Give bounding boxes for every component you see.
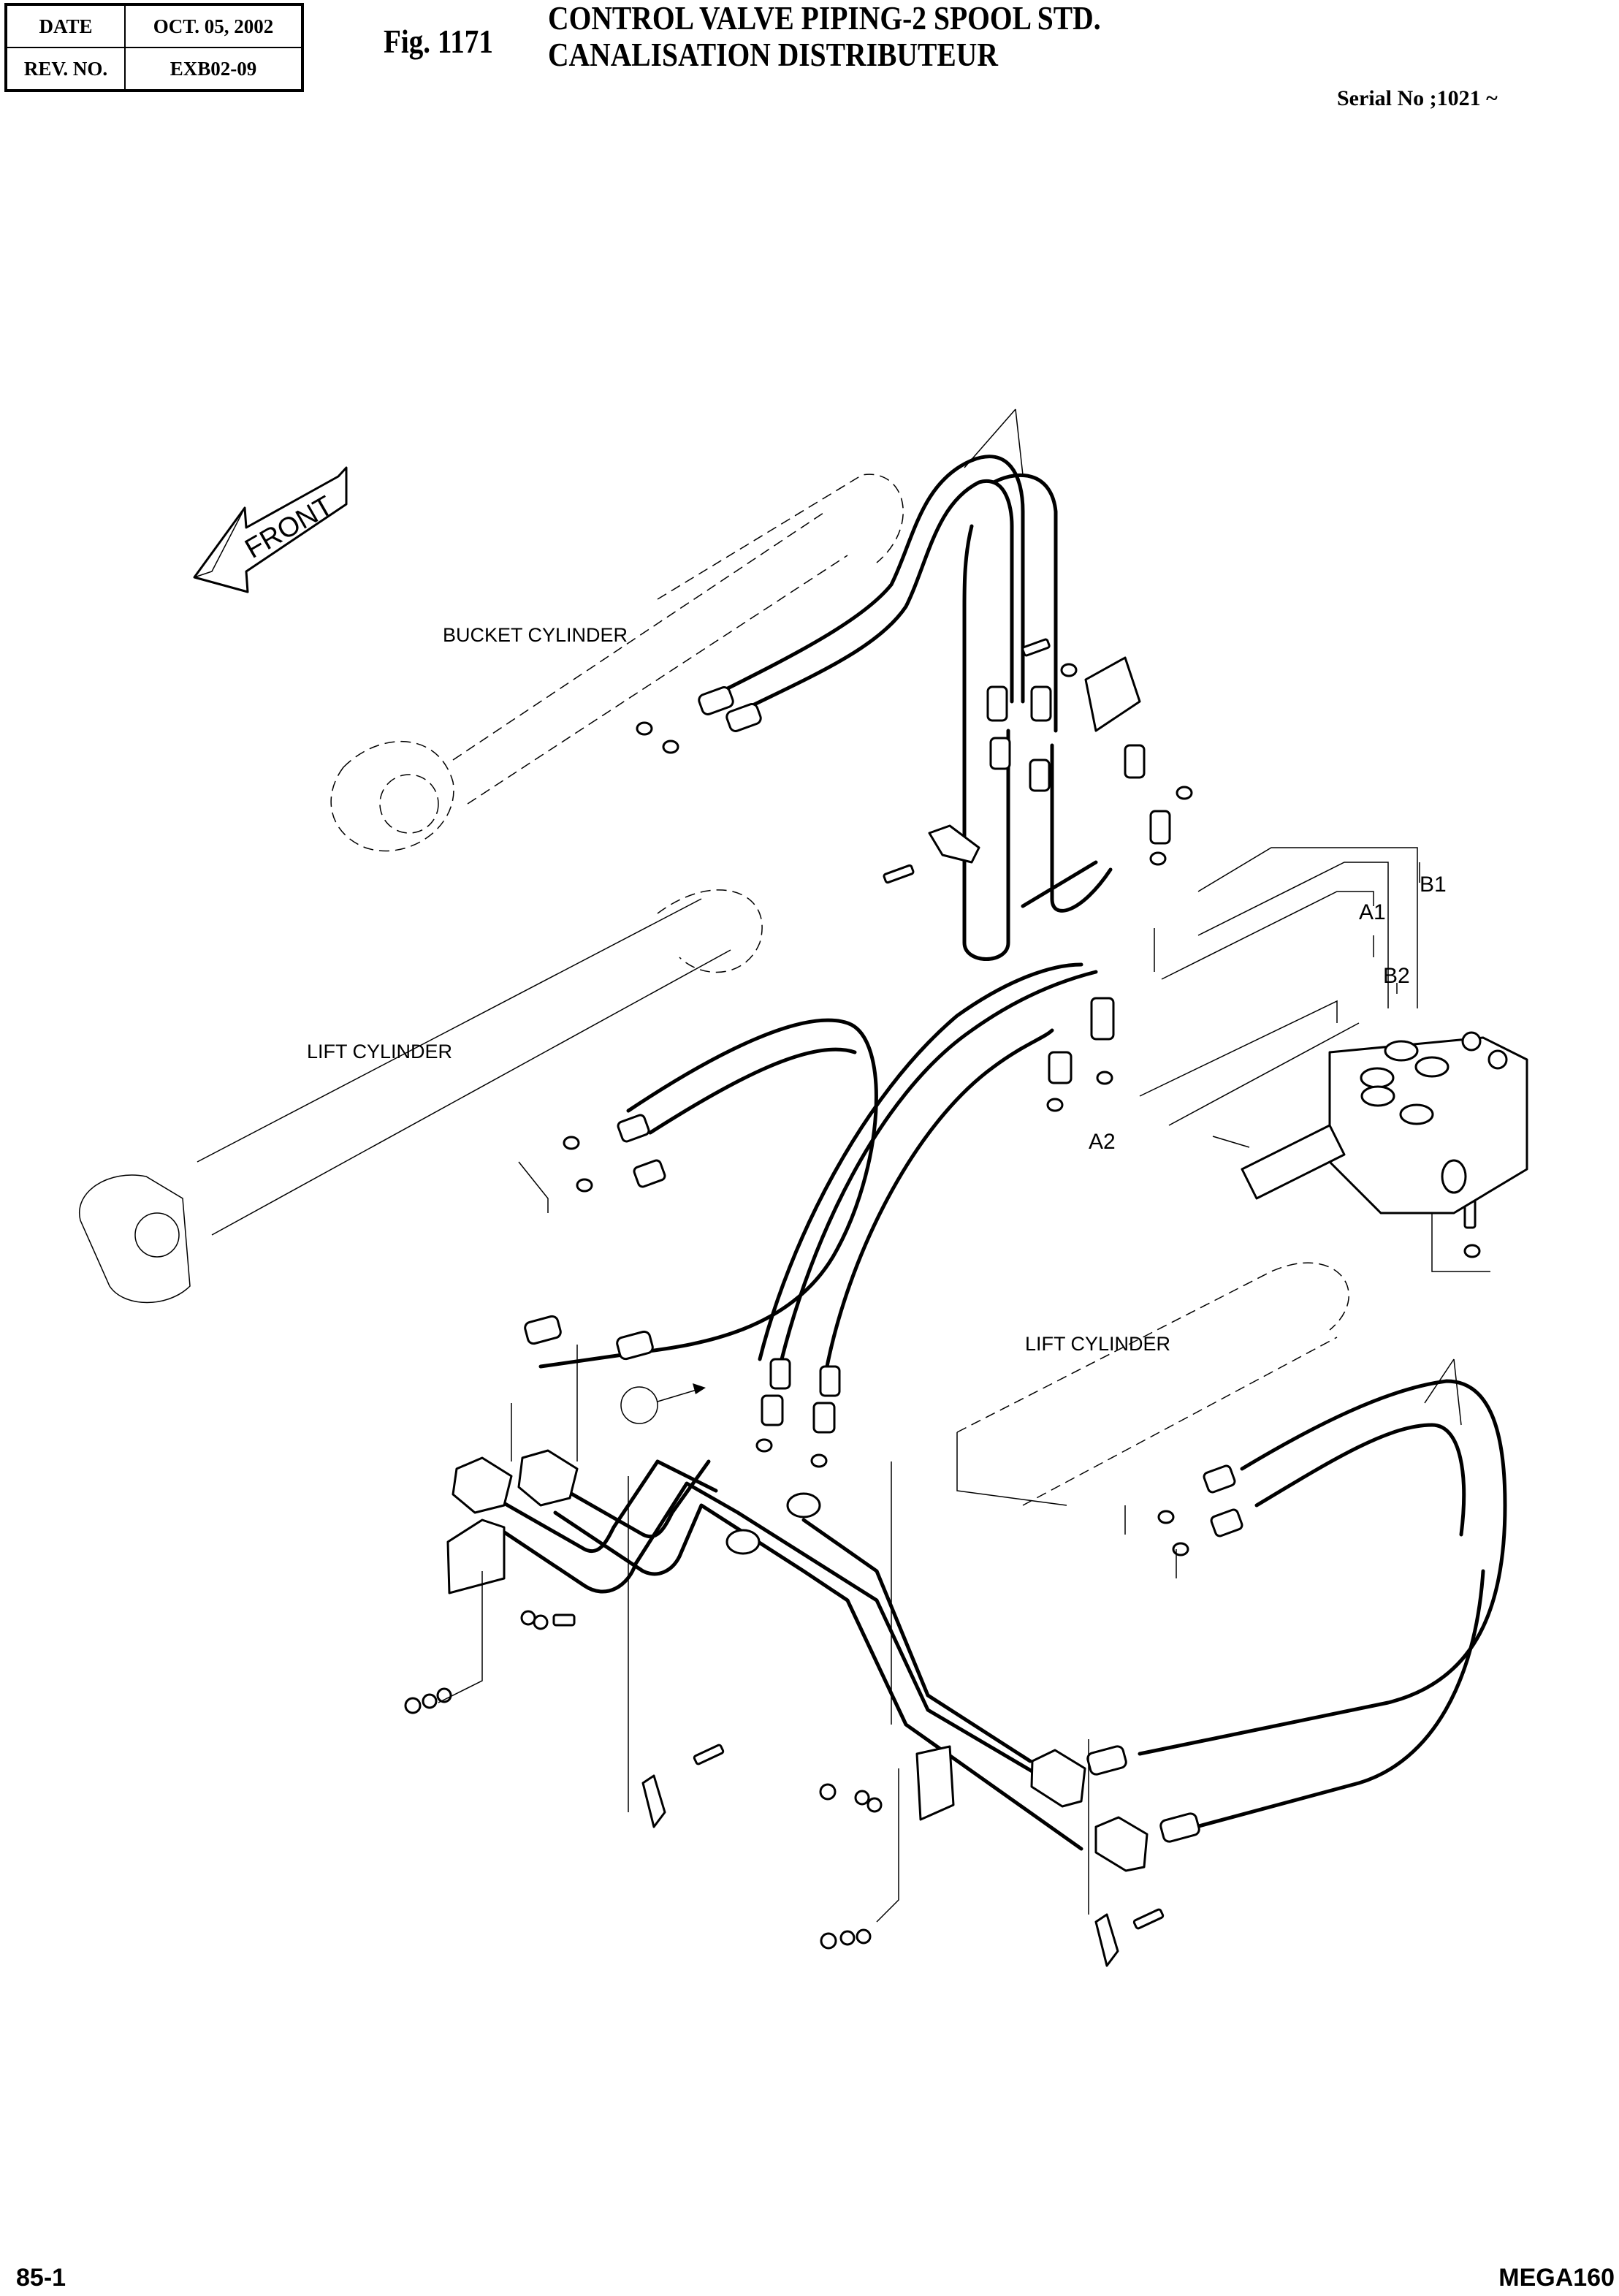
revision-label: REV. NO. [5, 47, 126, 91]
revision-info-table: DATE OCT. 05, 2002 REV. NO. EXB02-09 [4, 3, 304, 92]
port-label-a1: A1 [1359, 900, 1386, 924]
front-direction-arrow: FRONT [193, 466, 348, 593]
detail-reference-marker [620, 1383, 706, 1424]
steel-pipes [452, 1449, 1148, 1872]
title-english: CONTROL VALVE PIPING-2 SPOOL STD. [548, 0, 1101, 37]
figure-number: Fig. 1171 [384, 23, 493, 60]
date-value: OCT. 05, 2002 [124, 4, 303, 48]
lift-hoses-right [1138, 1358, 1507, 1836]
bucket-hoses [714, 408, 1113, 961]
figure-title: CONTROL VALVE PIPING-2 SPOOL STD. CANALI… [548, 0, 1101, 73]
port-label-b1: B1 [1420, 873, 1447, 897]
serial-number-range: Serial No ;1021 ~ [1337, 86, 1498, 110]
bucket-cylinder [330, 474, 904, 852]
bucket-cylinder-label: BUCKET CYLINDER [443, 624, 628, 646]
lift-hoses-upper [538, 962, 1098, 1376]
control-valve-2-spool [1241, 1031, 1528, 1214]
page-number: 85-1 [16, 2264, 66, 2292]
o-rings [563, 663, 1481, 1556]
brackets-and-fasteners [404, 638, 1477, 1967]
port-label-b2: B2 [1383, 964, 1410, 988]
port-label-a2: A2 [1089, 1130, 1116, 1154]
lift-cylinder-right [956, 1262, 1349, 1506]
machine-model: MEGA160 [1498, 2264, 1615, 2292]
title-french: CANALISATION DISTRIBUTEUR [548, 36, 998, 73]
date-label: DATE [5, 4, 126, 48]
lift-cylinder-right-label: LIFT CYLINDER [1025, 1333, 1170, 1355]
callout-leader-lines [438, 847, 1490, 1923]
lift-cylinder-left-label: LIFT CYLINDER [307, 1041, 452, 1063]
lift-cylinder-left [78, 889, 763, 1304]
revision-value: EXB02-09 [124, 47, 303, 91]
hose-end-fittings [524, 685, 1243, 1843]
